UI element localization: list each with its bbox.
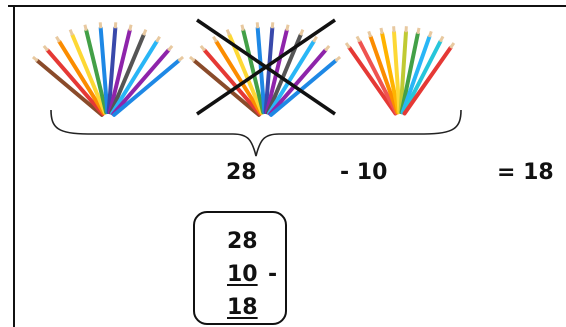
group1-pencil-tip-12 xyxy=(178,57,183,61)
group1-pencil-12 xyxy=(114,61,178,115)
group3-pencil-tip-4 xyxy=(381,28,382,34)
group1-pencil-tip-10 xyxy=(157,37,160,42)
equation-minus: - 10 xyxy=(340,160,387,185)
group2-pencil-tip-3 xyxy=(213,37,216,42)
group1-pencil-tip-4 xyxy=(70,30,72,36)
group1-pencil-tip-11 xyxy=(168,46,172,51)
group2-pencil-tip-1 xyxy=(190,57,195,61)
group1-pencil-tip-1 xyxy=(33,57,38,61)
group3-pencil-tip-9 xyxy=(440,36,443,41)
column-answer: 18 xyxy=(227,295,258,320)
column-top-number: 28 xyxy=(227,229,258,254)
group2-pencil-tip-10 xyxy=(314,37,317,42)
column-subtrahend: 10 xyxy=(227,262,258,287)
curly-brace-icon xyxy=(48,108,464,158)
group2-pencil-tip-9 xyxy=(301,30,303,36)
group3-pencil-tip-3 xyxy=(369,31,371,37)
group3-pencil-tip-7 xyxy=(418,28,419,34)
group1-pencil-tip-9 xyxy=(144,30,146,36)
group2-pencil-tip-4 xyxy=(227,30,229,36)
group2-pencil-tip-8 xyxy=(287,25,288,31)
group2-pencil-tip-2 xyxy=(201,46,205,51)
equation-total: 28 xyxy=(226,160,257,185)
group2-pencil-tip-11 xyxy=(325,46,329,51)
column-minus-sign: - xyxy=(268,262,277,287)
group3-pencil-tip-8 xyxy=(429,31,431,37)
group2-pencil-1 xyxy=(195,61,259,115)
group3-pencil-tip-10 xyxy=(450,43,453,48)
group3-pencil-tip-1 xyxy=(346,43,349,48)
group1-pencil-tip-8 xyxy=(130,25,131,31)
group1-pencil-tip-3 xyxy=(56,37,59,42)
group1-pencil-1 xyxy=(38,61,102,115)
equation-result: = 18 xyxy=(497,160,554,185)
group2-pencil-tip-5 xyxy=(242,25,243,31)
frame-left-border xyxy=(13,5,15,327)
group3-pencil-tip-2 xyxy=(357,36,360,41)
frame-top-border xyxy=(8,5,566,7)
group1-pencil-tip-5 xyxy=(85,25,86,31)
group1-pencil-tip-2 xyxy=(44,46,48,51)
